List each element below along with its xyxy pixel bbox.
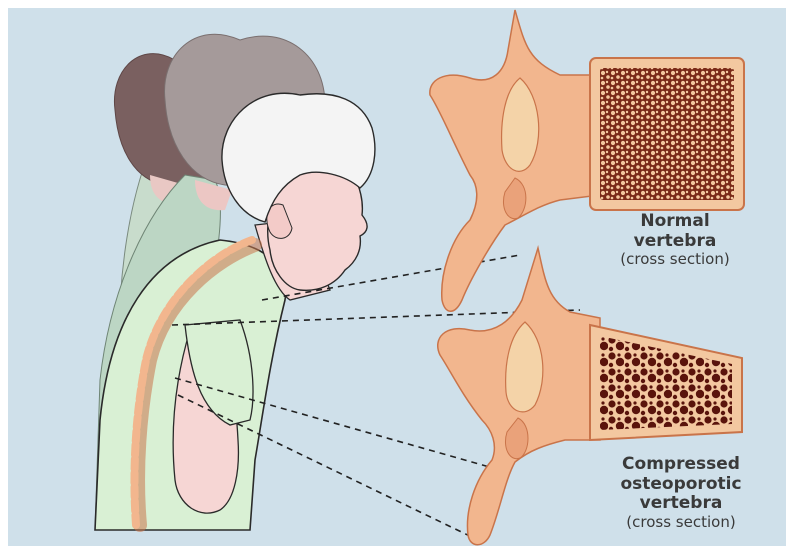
compressed-label-line3: vertebra — [588, 494, 774, 514]
compressed-label-line1: Compressed — [588, 455, 774, 475]
normal-vertebra-label: Normal vertebra (cross section) — [590, 212, 760, 268]
normal-label-line1: Normal — [590, 212, 760, 232]
normal-label-line3: (cross section) — [590, 251, 760, 268]
compressed-vertebra-label: Compressed osteoporotic vertebra (cross … — [588, 455, 774, 531]
compressed-label-line2: osteoporotic — [588, 475, 774, 495]
compressed-label-line4: (cross section) — [588, 514, 774, 531]
normal-label-line2: vertebra — [590, 232, 760, 252]
